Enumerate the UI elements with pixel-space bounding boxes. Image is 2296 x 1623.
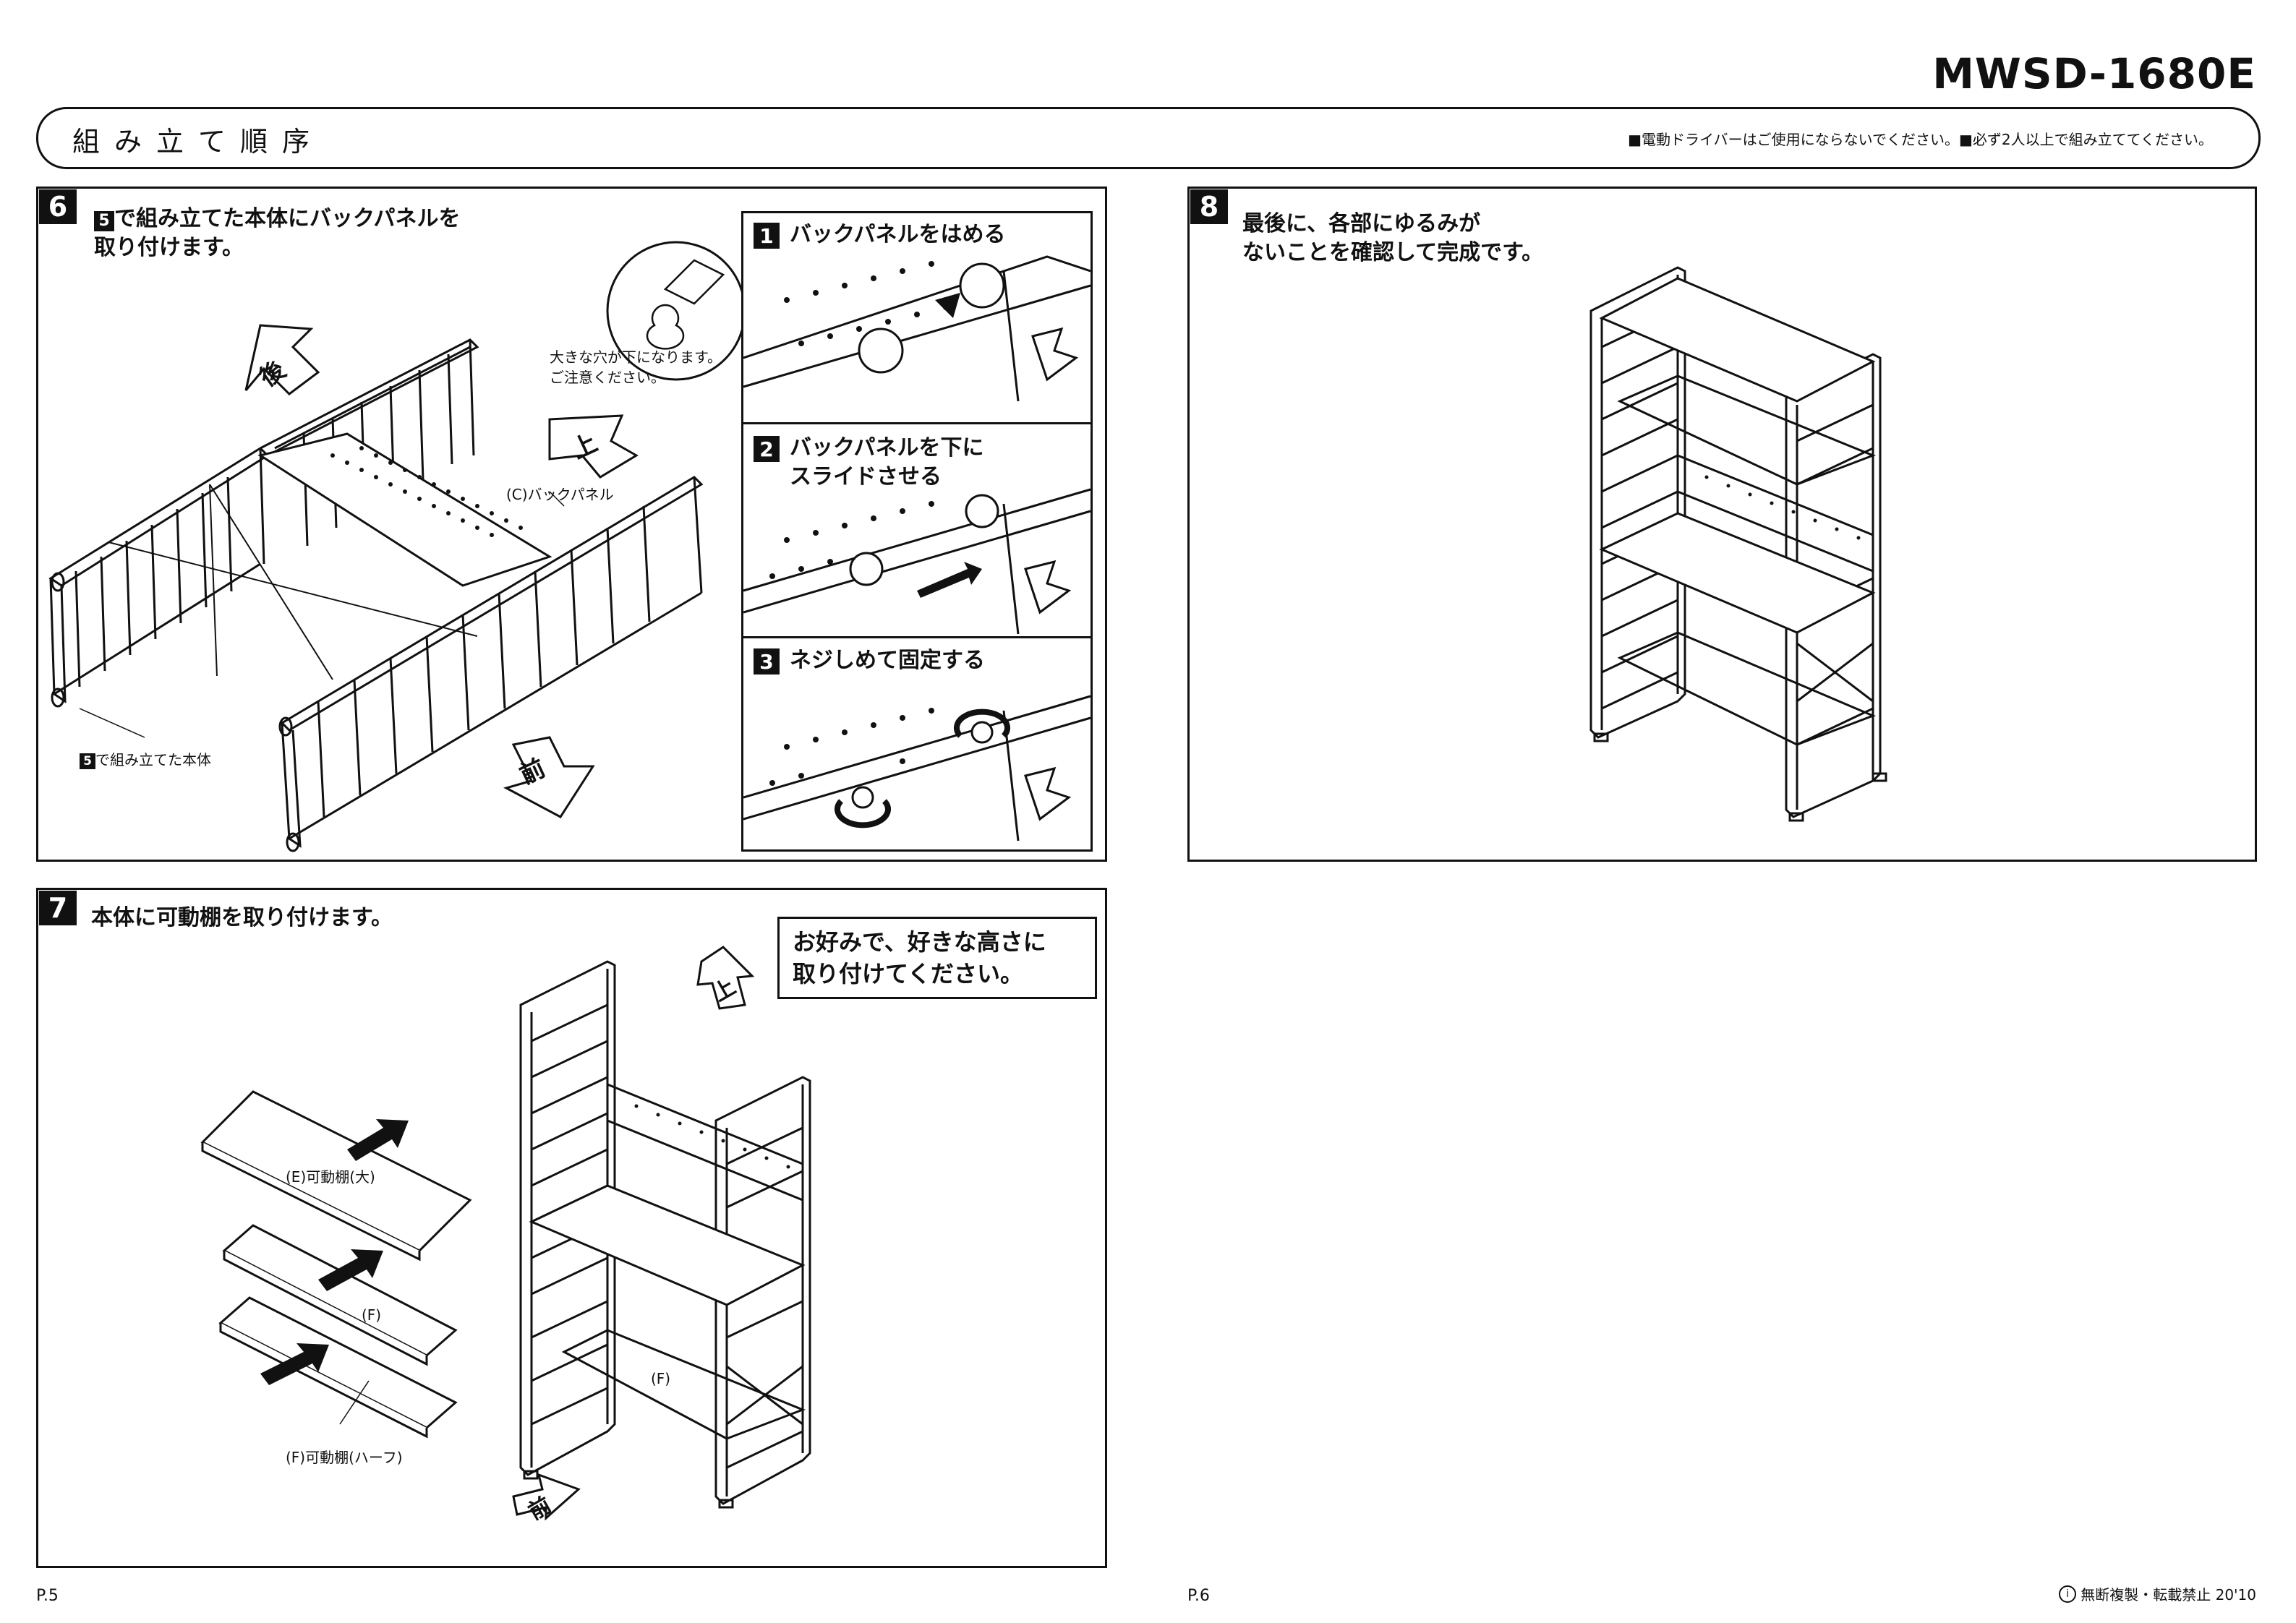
step6-number: 6 (39, 189, 77, 224)
slide-arrow-icon (917, 562, 982, 598)
rotate-arrow-icon (835, 799, 891, 828)
insert-arrow-icon (318, 1249, 383, 1291)
page-number-left: P.5 (36, 1587, 59, 1605)
back-arrow-icon (244, 324, 320, 395)
label-shelf-f-half: (F)可動棚(ハーフ) (286, 1449, 403, 1466)
callout-text: 大きな穴が下になります。 ご注意ください。 (550, 348, 722, 386)
shelf-f (222, 1224, 458, 1357)
copyright: i 無断複製・転載禁止 20'10 (2059, 1583, 2256, 1604)
screw-icon (849, 552, 884, 586)
rotate-arrow-icon (954, 708, 1010, 738)
screw-icon (970, 721, 994, 744)
screw-icon (851, 786, 874, 809)
step6-title-line2: 取り付けます。 (94, 235, 244, 260)
step6-title-line1: で組み立てた本体にバックパネルを (114, 206, 461, 231)
step7-note-line2: 取り付けてください。 (793, 960, 1024, 988)
front-arrow-icon (512, 1473, 581, 1521)
back-panel (257, 432, 552, 587)
safety-notice: ■電動ドライバーはご使用にならないでください。■必ず2人以上で組み立ててください… (1628, 131, 2213, 148)
step8-title-line2: ないことを確認して完成です。 (1242, 240, 1544, 265)
substep3-title: ネジしめて固定する (790, 648, 985, 673)
label-body-text: で組み立てた本体 (95, 751, 211, 768)
step8-title-line1: 最後に、各部にゆるみが (1242, 211, 1481, 236)
step7-number: 7 (39, 891, 77, 925)
back-frame (260, 338, 479, 457)
right-frame (280, 476, 704, 732)
substep2-box (741, 422, 1093, 641)
substep3-illustration (743, 695, 1091, 842)
substep2-number: 2 (754, 436, 780, 462)
section-title-bar (36, 107, 2261, 169)
label-frame-shelf-f: (F) (651, 1370, 671, 1387)
screw-icon (965, 494, 999, 528)
label-back-panel: (C)バックパネル (506, 486, 614, 503)
page-number-right: P.6 (1187, 1587, 1210, 1605)
info-icon: i (2059, 1585, 2077, 1603)
section-title: 組み立て順序 (72, 126, 325, 158)
substep1-number: 1 (754, 223, 780, 249)
substep3-number: 3 (754, 648, 780, 675)
step7-shelves-illustration (200, 1090, 472, 1439)
step7-note-box: お好みで、好きな高さに 取り付けてください。 (777, 917, 1097, 999)
model-number: MWSD-1680E (1932, 49, 2256, 98)
step8-title: 最後に、各部にゆるみが ないことを確認して完成です。 (1242, 210, 1543, 267)
copyright-text: 無断複製・転載禁止 20'10 (2081, 1586, 2256, 1603)
substep2-title-line2: スライドさせる (790, 464, 942, 489)
step8-number: 8 (1190, 189, 1228, 224)
up-arrow-icon (548, 414, 639, 479)
screw-icon (959, 262, 1005, 309)
label-shelf-f: (F) (362, 1306, 382, 1324)
step6-illustration (48, 241, 746, 852)
substep2-title: バックパネルを下に スライドさせる (790, 434, 984, 492)
keyhole-icon (646, 304, 685, 350)
insert-arrow-icon (347, 1119, 409, 1161)
substep1-box (741, 211, 1093, 427)
label-shelf-e: (E)可動棚(大) (286, 1168, 375, 1186)
step8-illustration (1589, 266, 1887, 822)
step5-ref-badge: 5 (94, 211, 114, 231)
insert-arrow-icon (260, 1343, 329, 1385)
substep2-title-line1: バックパネルを下に (790, 435, 984, 461)
step7-frame-illustration (512, 946, 811, 1521)
substep3-box (741, 636, 1093, 852)
substep2-illustration (743, 488, 1091, 635)
step7-note-line1: お好みで、好きな高さに (793, 928, 1046, 956)
front-arrow-icon (503, 736, 595, 818)
step5-ref-badge-small: 5 (80, 753, 95, 769)
step7-title: 本体に可動棚を取り付けます。 (91, 905, 393, 930)
shelf-f-half (218, 1296, 458, 1429)
screw-icon (858, 327, 904, 374)
left-frame (48, 447, 270, 587)
up-arrow-icon (696, 946, 755, 1010)
substep1-title: バックパネルをはめる (790, 222, 1006, 247)
substep1-illustration (743, 255, 1091, 402)
